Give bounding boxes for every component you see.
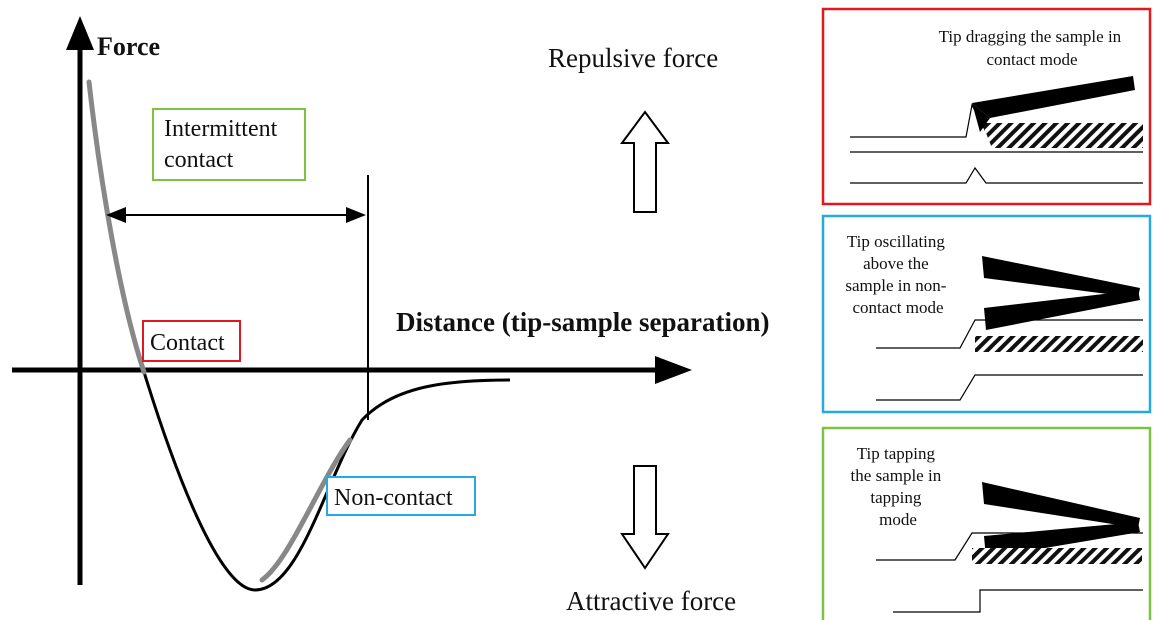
tapping-cantilever-upper (982, 482, 1140, 528)
y-axis-arrowhead (66, 16, 94, 50)
contact-signal-trace (850, 166, 1143, 184)
intermittent-contact-label: Intermittent contact (152, 108, 306, 181)
contact-tip (972, 103, 990, 132)
contact-label: Contact (142, 320, 241, 362)
noncontact-label: Non-contact (326, 476, 476, 516)
noncontact-cantilever-upper (982, 256, 1140, 298)
contact-mode-caption: Tip dragging the sample in contact mode (939, 27, 1126, 69)
noncontact-signal-trace (876, 374, 1143, 401)
repulsive-force-label: Repulsive force (548, 43, 718, 73)
noncontact-label-text: Non-contact (334, 485, 453, 511)
attractive-force-label: Attractive force (566, 586, 736, 616)
x-axis-arrowhead (655, 356, 692, 384)
intermittent-contact-segment (86, 79, 147, 375)
intermittent-label-line2: contact (164, 147, 234, 173)
contact-label-text: Contact (150, 330, 225, 356)
y-axis-label: Force (97, 32, 160, 61)
noncontact-segment (259, 437, 353, 583)
tapping-mode-caption: Tip tapping the sample in tapping mode (851, 444, 946, 529)
noncontact-sample-hatch (975, 336, 1143, 352)
noncontact-surface-profile (876, 319, 1143, 349)
repulsive-arrow-icon (620, 110, 670, 213)
contact-cantilever (972, 76, 1135, 118)
intermittent-label-line1: Intermittent (164, 116, 278, 142)
contact-sample-hatch (982, 123, 1143, 148)
range-arrowhead-right (346, 207, 366, 223)
attractive-arrow-icon (620, 465, 670, 570)
tapping-sample-hatch (972, 548, 1142, 564)
tapping-mode-panel (821, 426, 1152, 620)
noncontact-mode-caption: Tip oscillating above the sample in non-… (845, 232, 950, 317)
tapping-signal-trace (893, 589, 1143, 613)
range-arrowhead-left (106, 207, 126, 223)
x-axis-label: Distance (tip-sample separation) (396, 307, 769, 337)
tapping-surface-profile (876, 532, 1143, 561)
